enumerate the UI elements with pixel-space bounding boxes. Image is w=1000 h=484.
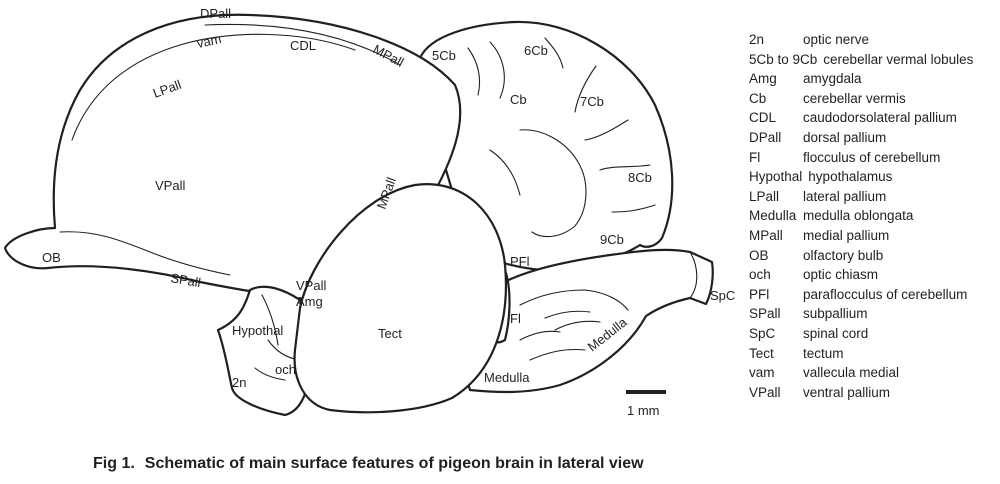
legend-item: Amg amygdala	[749, 69, 999, 89]
legend-item: VPall ventral pallium	[749, 383, 999, 403]
olfactory-bulb-line	[59, 231, 231, 276]
figure-caption: Fig 1. Schematic of main surface features…	[93, 455, 644, 473]
spinal-cord-end	[689, 251, 698, 299]
label-7cb: 7Cb	[580, 94, 604, 109]
label-cdl: CDL	[290, 38, 316, 53]
hypothalamus-outline	[216, 285, 312, 417]
label-6cb: 6Cb	[524, 43, 548, 58]
legend-item: vam vallecula medial	[749, 363, 999, 383]
legend-item: PFl paraflocculus of cerebellum	[749, 285, 999, 305]
legend-item: SPall subpallium	[749, 304, 999, 324]
legend-abbreviation: VPall	[749, 384, 781, 400]
legend-abbreviation: LPall	[749, 188, 780, 204]
legend-abbreviation: SpC	[749, 325, 776, 341]
label-tect: Tect	[378, 326, 402, 341]
legend-item: Medulla medulla oblongata	[749, 206, 999, 226]
caption-text: Schematic of main surface features of pi…	[144, 455, 644, 472]
legend-item: Cb cerebellar vermis	[749, 89, 999, 109]
legend-description: hypothalamus	[808, 169, 893, 185]
label-medulla-bottom: Medulla	[484, 370, 530, 385]
legend-abbreviation: CDL	[749, 110, 777, 126]
legend-description: paraflocculus of cerebellum	[803, 286, 968, 302]
label-amg: Amg	[296, 294, 323, 309]
legend-abbreviation: SPall	[749, 306, 781, 322]
legend-description: subpallium	[803, 306, 868, 322]
legend-abbreviation: OB	[749, 247, 769, 263]
legend-description: medulla oblongata	[803, 208, 914, 224]
legend-description: cerebellar vermis	[803, 90, 906, 106]
legend-item: Hypothal hypothalamus	[749, 167, 999, 187]
legend-abbreviation: 2n	[749, 32, 765, 47]
label-8cb: 8Cb	[628, 170, 652, 185]
cerebellar-folia	[467, 37, 656, 238]
label-fl: Fl	[510, 311, 521, 326]
legend-item: 2n optic nerve	[749, 30, 999, 50]
label-vpall-low: VPall	[296, 278, 326, 293]
legend-description: dorsal pallium	[803, 129, 887, 145]
label-ob: OB	[42, 250, 61, 265]
vallecula-line	[71, 33, 356, 141]
legend-description: optic nerve	[803, 32, 870, 47]
legend-abbreviation: Amg	[749, 71, 777, 87]
legend-item: MPall medial pallium	[749, 226, 999, 246]
legend-item: Fl flocculus of cerebellum	[749, 148, 999, 168]
legend-abbreviation: Fl	[749, 149, 761, 165]
legend-description: olfactory bulb	[803, 247, 884, 263]
legend-description: vallecula medial	[803, 365, 900, 381]
legend-description: tectum	[803, 345, 844, 361]
legend-item: LPall lateral pallium	[749, 187, 999, 207]
legend-abbreviation: 5Cb to 9Cb	[749, 51, 818, 67]
legend-abbreviation: MPall	[749, 227, 783, 243]
label-dpall: DPall	[200, 6, 231, 21]
legend-item: CDL caudodorsolateral pallium	[749, 108, 999, 128]
legend-item: SpC spinal cord	[749, 324, 999, 344]
figure-number: Fig 1.	[93, 455, 135, 472]
scale-bar-label: 1 mm	[627, 403, 660, 418]
legend-abbreviation: Hypothal	[749, 169, 803, 185]
legend-abbreviation: och	[749, 267, 771, 283]
legend-description: medial pallium	[803, 227, 890, 243]
legend-abbreviation: PFl	[749, 286, 770, 302]
legend-item: 5Cb to 9Cb cerebellar vermal lobules	[749, 50, 999, 70]
label-9cb: 9Cb	[600, 232, 624, 247]
label-2n: 2n	[232, 375, 246, 390]
legend-description: ventral pallium	[803, 384, 891, 400]
abbreviation-legend: 2n optic nerve 5Cb to 9Cb cerebellar vermal…	[749, 30, 999, 402]
legend-description: lateral pallium	[803, 188, 887, 204]
label-5cb: 5Cb	[432, 48, 456, 63]
brain-diagram: DPall vam CDL MPall LPall VPall MPall OB…	[3, 6, 735, 418]
legend-description: caudodorsolateral pallium	[803, 110, 957, 126]
legend-item: DPall dorsal pallium	[749, 128, 999, 148]
legend-description: spinal cord	[803, 325, 869, 341]
label-spall: SPall	[169, 270, 202, 290]
legend-description: flocculus of cerebellum	[803, 149, 941, 165]
label-cb: Cb	[510, 92, 527, 107]
label-spc: SpC	[710, 288, 735, 303]
legend-abbreviation: vam	[749, 365, 775, 381]
legend-abbreviation: Medulla	[749, 208, 797, 224]
legend-abbreviation: Cb	[749, 90, 767, 106]
label-och: och	[275, 362, 296, 377]
label-hypothal: Hypothal	[232, 323, 283, 338]
label-pfl: PFl	[510, 254, 530, 269]
legend-item: OB olfactory bulb	[749, 246, 999, 266]
legend-abbreviation: DPall	[749, 129, 782, 145]
legend-item: och optic chiasm	[749, 265, 999, 285]
legend-description: cerebellar vermal lobules	[823, 51, 974, 67]
label-vam: vam	[196, 31, 223, 51]
legend-item: Tect tectum	[749, 344, 999, 364]
label-vpall: VPall	[155, 178, 185, 193]
legend-description: optic chiasm	[803, 267, 879, 283]
legend-abbreviation: Tect	[749, 345, 774, 361]
tectum-outline	[293, 183, 507, 414]
dorsal-pallium-line	[204, 23, 401, 66]
legend-description: amygdala	[803, 71, 862, 87]
medulla-folds	[519, 289, 629, 361]
